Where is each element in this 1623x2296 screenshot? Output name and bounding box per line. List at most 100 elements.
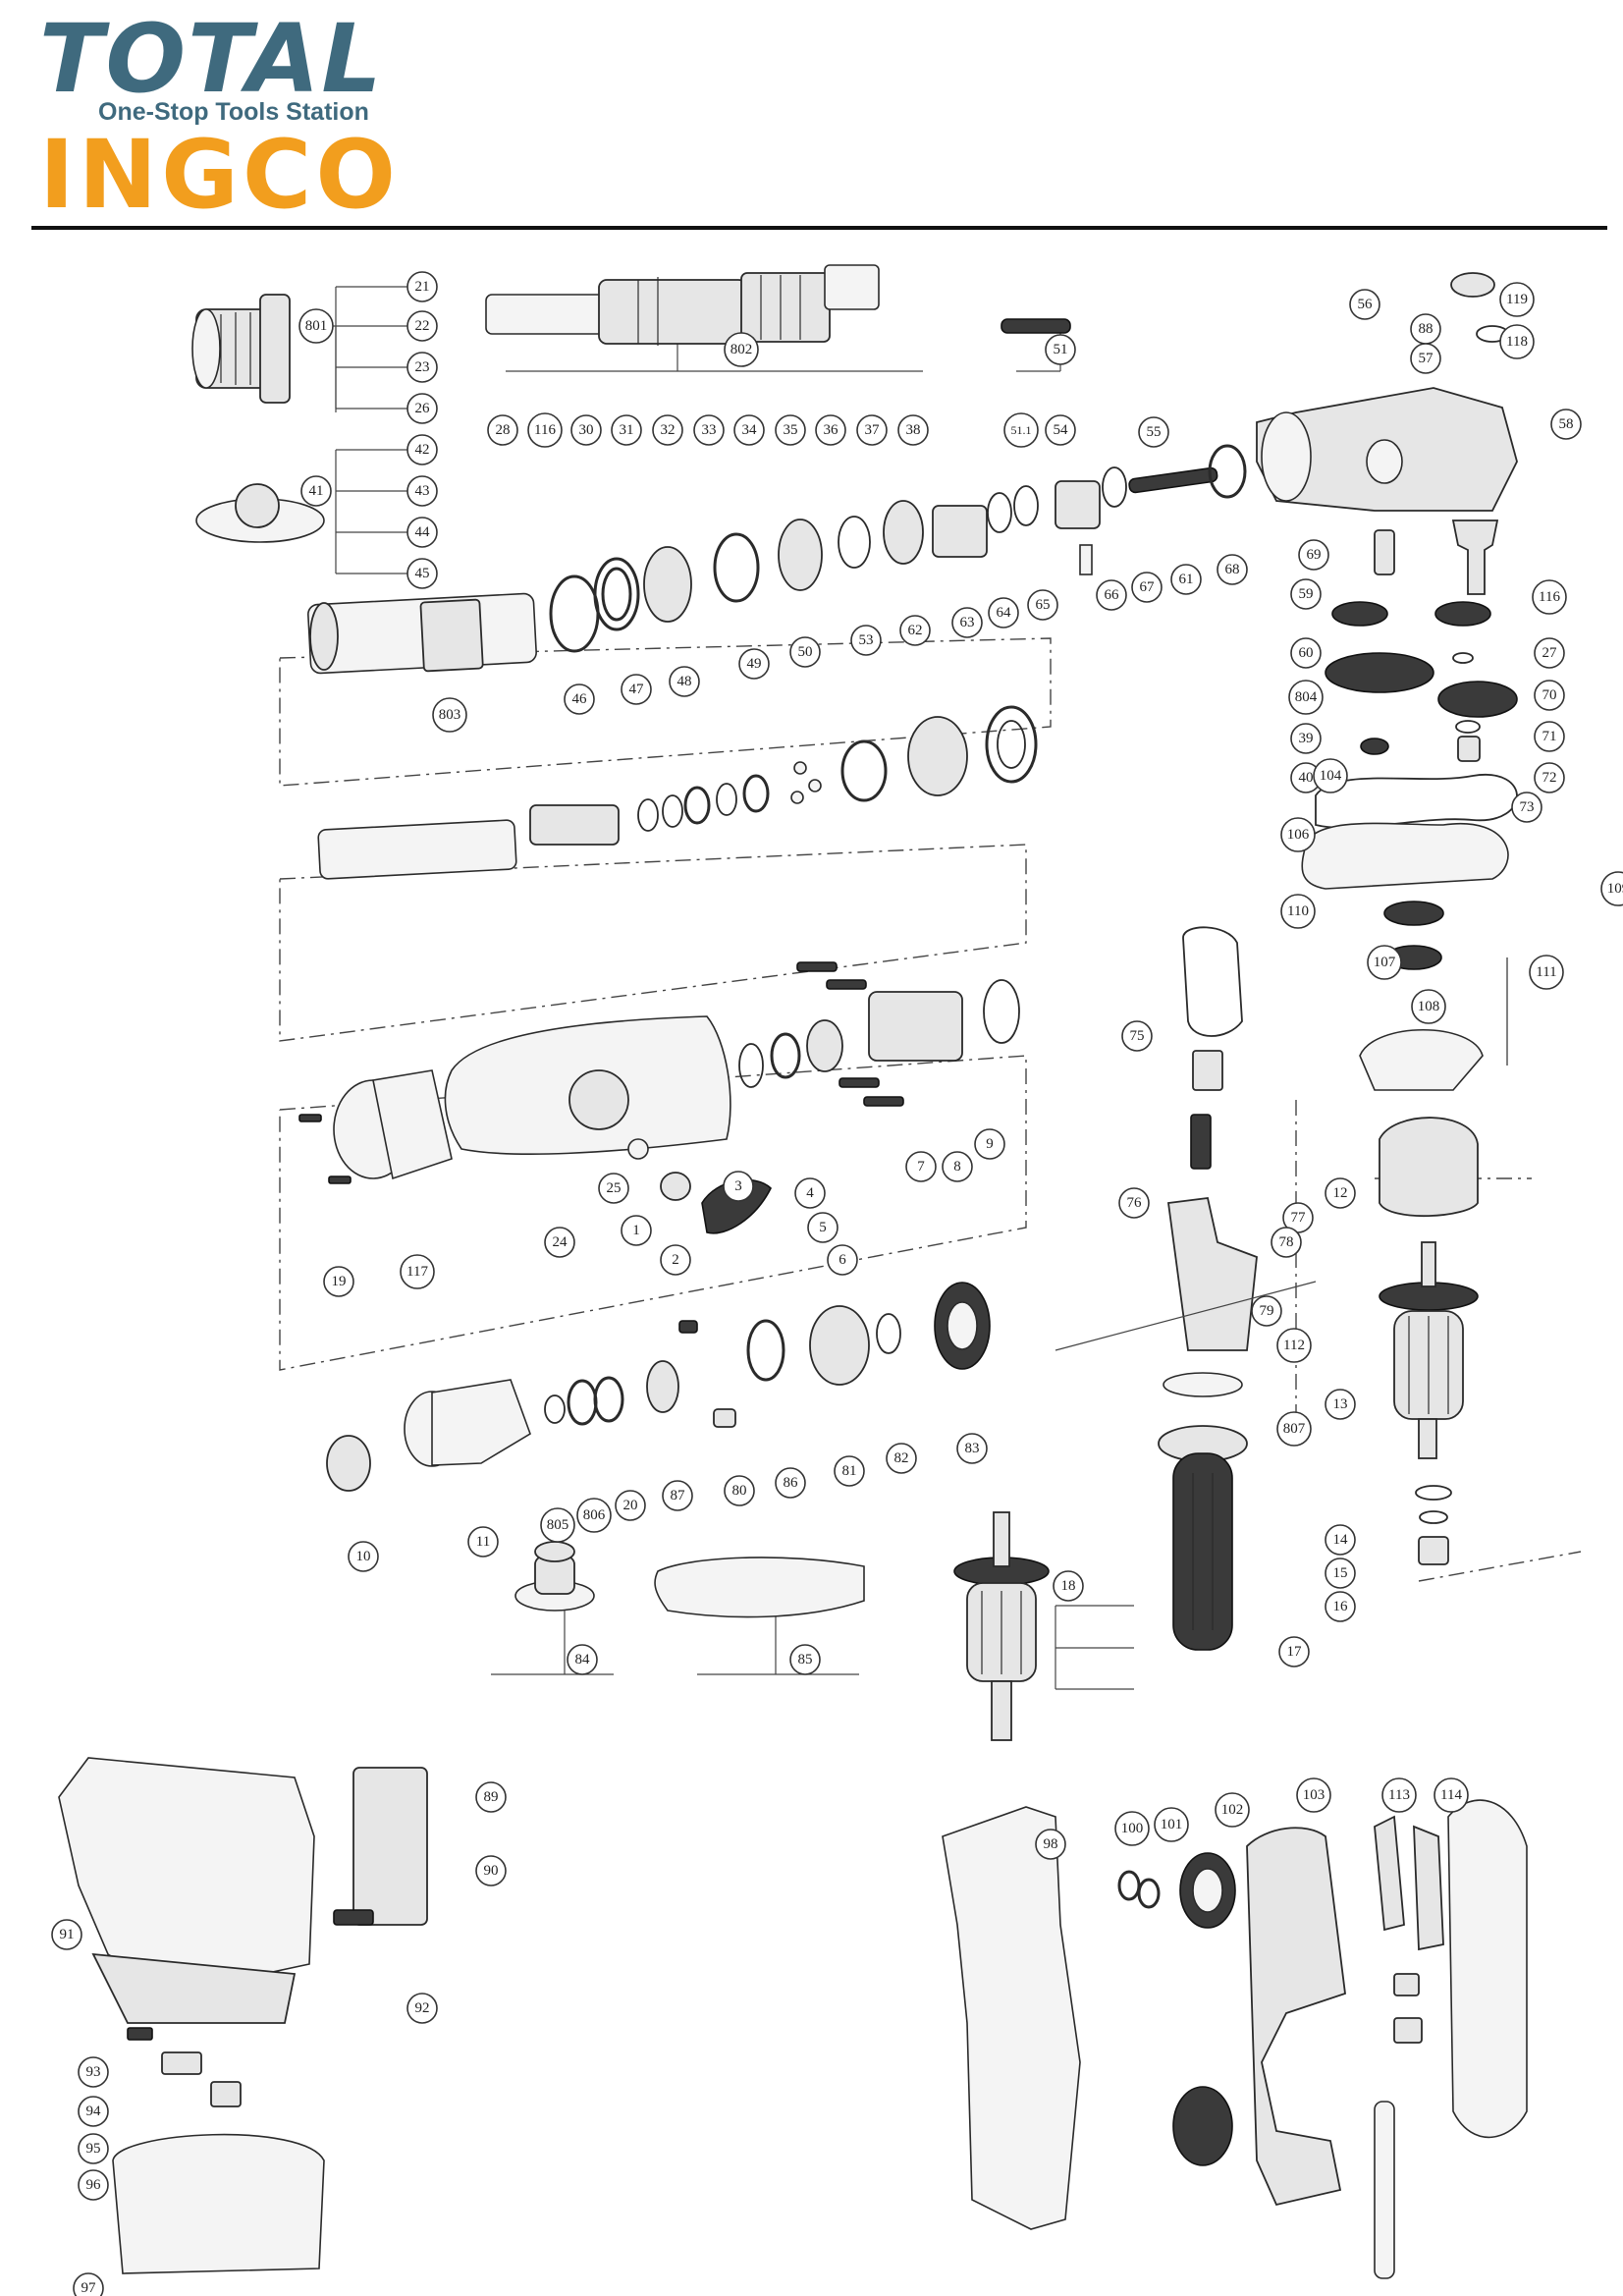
- callout-label: 116: [534, 422, 556, 438]
- callout-61: 61: [1170, 564, 1202, 595]
- callout-label: 71: [1542, 729, 1557, 744]
- callout-label: 804: [1295, 689, 1318, 705]
- callout-11: 11: [467, 1526, 499, 1558]
- callout-3: 3: [723, 1171, 754, 1202]
- main-handle-rear: [942, 1799, 1528, 2279]
- callout-9: 9: [974, 1128, 1005, 1160]
- callout-69: 69: [1298, 539, 1329, 571]
- callout-107: 107: [1367, 945, 1402, 980]
- callout-10: 10: [348, 1541, 379, 1572]
- callout-label: 27: [1542, 645, 1558, 661]
- callout-116: 116: [527, 412, 563, 448]
- callout-13: 13: [1325, 1389, 1356, 1420]
- callout-66: 66: [1096, 579, 1127, 611]
- callout-label: 5: [819, 1220, 827, 1235]
- callout-label: 110: [1287, 903, 1309, 919]
- callout-label: 91: [60, 1927, 75, 1942]
- callout-15: 15: [1325, 1558, 1356, 1589]
- callout-32: 32: [652, 414, 683, 446]
- callout-label: 83: [965, 1441, 980, 1456]
- callout-label: 40: [1299, 770, 1314, 786]
- callout-83: 83: [956, 1433, 988, 1464]
- callout-label: 106: [1287, 827, 1310, 843]
- callout-label: 77: [1291, 1210, 1307, 1226]
- callout-label: 65: [1036, 597, 1051, 613]
- callout-57: 57: [1410, 343, 1441, 374]
- callout-label: 9: [986, 1136, 994, 1152]
- callout-81: 81: [834, 1455, 865, 1487]
- callout-label: 32: [661, 422, 676, 438]
- callout-45: 45: [406, 558, 438, 589]
- callout-label: 51.1: [1011, 423, 1032, 437]
- callout-label: 43: [415, 483, 430, 499]
- callout-100: 100: [1114, 1811, 1150, 1846]
- callout-94: 94: [78, 2096, 109, 2127]
- callout-49: 49: [738, 648, 770, 680]
- callout-28: 28: [487, 414, 518, 446]
- callout-807: 807: [1276, 1411, 1312, 1447]
- callout-112: 112: [1276, 1328, 1312, 1363]
- callout-31: 31: [611, 414, 642, 446]
- callout-label: 3: [734, 1178, 742, 1194]
- callout-51-1: 51.1: [1003, 412, 1039, 448]
- callout-76: 76: [1118, 1187, 1150, 1219]
- callout-label: 66: [1105, 587, 1120, 603]
- parts-artwork: [58, 264, 1528, 2279]
- callout-label: 94: [86, 2104, 102, 2119]
- callout-label: 95: [86, 2141, 101, 2157]
- callout-label: 25: [607, 1180, 622, 1196]
- callout-87: 87: [662, 1480, 693, 1511]
- callout-17: 17: [1278, 1636, 1310, 1667]
- callout-78: 78: [1271, 1227, 1302, 1258]
- callout-20: 20: [615, 1490, 646, 1521]
- callout-label: 28: [496, 422, 511, 438]
- callout-label: 22: [415, 318, 430, 334]
- callout-label: 47: [629, 682, 645, 697]
- callout-805: 805: [540, 1507, 575, 1543]
- callout-103: 103: [1296, 1777, 1331, 1813]
- callout-label: 60: [1299, 645, 1314, 661]
- callout-1: 1: [621, 1215, 652, 1246]
- barrel-row: [307, 444, 1247, 675]
- callout-label: 84: [575, 1652, 591, 1667]
- callout-label: 1: [632, 1223, 640, 1238]
- callout-label: 805: [547, 1517, 569, 1533]
- callout-88: 88: [1410, 313, 1441, 345]
- callout-47: 47: [621, 674, 652, 705]
- callout-label: 68: [1225, 562, 1240, 577]
- valve-and-cover-805-806: [514, 1541, 865, 1618]
- callout-label: 37: [865, 422, 881, 438]
- callout-110: 110: [1280, 894, 1316, 929]
- callout-18: 18: [1053, 1570, 1084, 1602]
- callout-96: 96: [78, 2169, 109, 2201]
- brand-header: TOTAL One-Stop Tools Station INGCO: [0, 0, 1623, 236]
- callout-label: 56: [1358, 297, 1374, 312]
- callout-label: 49: [747, 656, 762, 672]
- callout-label: 44: [415, 524, 431, 540]
- callout-label: 76: [1127, 1195, 1143, 1211]
- armature-807: [953, 1511, 1050, 1741]
- callout-label: 41: [309, 483, 324, 499]
- callout-label: 20: [623, 1498, 638, 1513]
- callout-label: 62: [908, 623, 923, 638]
- callout-41: 41: [300, 475, 332, 507]
- callout-label: 30: [579, 422, 594, 438]
- callout-56: 56: [1349, 289, 1380, 320]
- callout-46: 46: [564, 683, 595, 715]
- callout-label: 61: [1179, 572, 1194, 587]
- callout-label: 48: [677, 674, 692, 689]
- callout-80: 80: [724, 1475, 755, 1506]
- callout-77: 77: [1282, 1202, 1314, 1233]
- callout-label: 101: [1161, 1817, 1183, 1832]
- callout-43: 43: [406, 475, 438, 507]
- callout-16: 16: [1325, 1591, 1356, 1622]
- callout-55: 55: [1138, 416, 1169, 448]
- callout-label: 57: [1419, 351, 1434, 366]
- callout-label: 55: [1147, 424, 1162, 440]
- motor-housing-80: [58, 1757, 428, 2274]
- callout-63: 63: [951, 607, 983, 638]
- callout-label: 117: [406, 1264, 428, 1280]
- callout-label: 82: [894, 1450, 909, 1466]
